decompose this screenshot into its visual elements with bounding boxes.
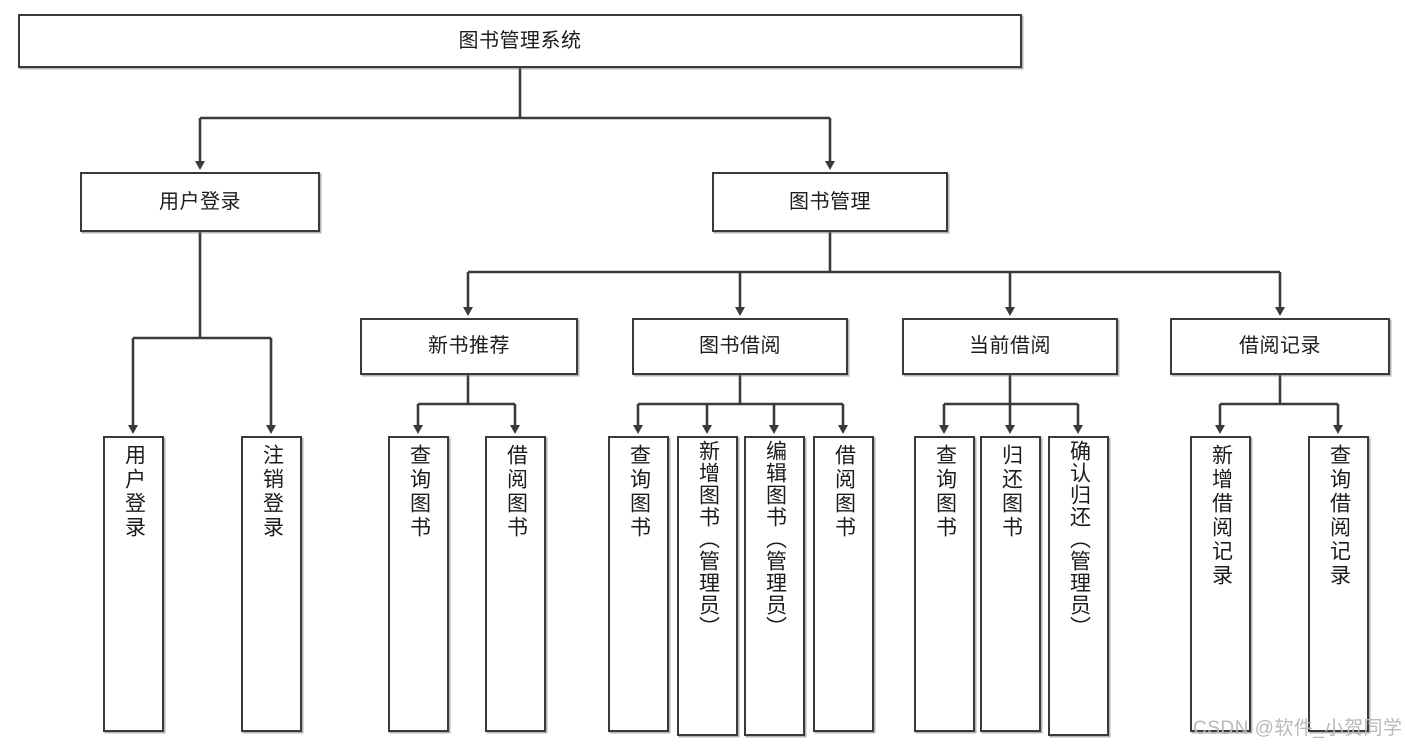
leaf-new-book-borrow[interactable]: 借阅图书 [485,436,546,732]
leaf-label: 借阅图书 [504,444,528,540]
leaf-label: 查询借阅记录 [1327,444,1351,588]
node-new-book-recommend-label: 新书推荐 [428,335,510,357]
watermark-text: CSDN @软件_小贺同学 [1193,718,1403,739]
node-book-management[interactable]: 图书管理 [712,172,948,232]
csdn-watermark: CSDN @软件_小贺同学 [1193,713,1402,740]
leaf-label: 归还图书 [999,444,1023,540]
node-borrow-record[interactable]: 借阅记录 [1170,318,1390,375]
leaf-borrow-record-add[interactable]: 新增借阅记录 [1190,436,1251,732]
node-current-borrow-label: 当前借阅 [969,335,1051,357]
node-user-login[interactable]: 用户登录 [80,172,320,232]
node-book-borrow[interactable]: 图书借阅 [632,318,848,375]
leaf-new-book-query[interactable]: 查询图书 [388,436,449,732]
node-root[interactable]: 图书管理系统 [18,14,1022,68]
node-book-management-label: 图书管理 [789,190,871,213]
leaf-label: 新增图书（管理员） [696,440,720,638]
leaf-current-borrow-return[interactable]: 归还图书 [980,436,1041,732]
node-borrow-record-label: 借阅记录 [1239,335,1321,357]
leaf-current-borrow-confirm[interactable]: 确认归还（管理员） [1048,436,1109,736]
leaf-book-borrow-edit[interactable]: 编辑图书（管理员） [744,436,805,736]
leaf-user-login-logout[interactable]: 注销登录 [241,436,302,732]
node-new-book-recommend[interactable]: 新书推荐 [360,318,578,375]
leaf-label: 用户登录 [122,444,146,540]
leaf-current-borrow-query[interactable]: 查询图书 [914,436,975,732]
leaf-user-login-login[interactable]: 用户登录 [103,436,164,732]
leaf-label: 查询图书 [627,444,651,540]
node-root-label: 图书管理系统 [458,29,582,52]
leaf-label: 注销登录 [260,444,284,540]
node-user-login-label: 用户登录 [159,190,241,213]
leaf-label: 查询图书 [933,444,957,540]
node-current-borrow[interactable]: 当前借阅 [902,318,1118,375]
node-book-borrow-label: 图书借阅 [699,335,781,357]
leaf-label: 编辑图书（管理员） [763,440,787,638]
leaf-book-borrow-query[interactable]: 查询图书 [608,436,669,732]
leaf-label: 确认归还（管理员） [1067,440,1091,638]
leaf-label: 查询图书 [407,444,431,540]
leaf-label: 新增借阅记录 [1209,444,1233,588]
leaf-borrow-record-query[interactable]: 查询借阅记录 [1308,436,1369,732]
leaf-label: 借阅图书 [832,444,856,540]
leaf-book-borrow-add[interactable]: 新增图书（管理员） [677,436,738,736]
leaf-book-borrow-borrow[interactable]: 借阅图书 [813,436,874,732]
